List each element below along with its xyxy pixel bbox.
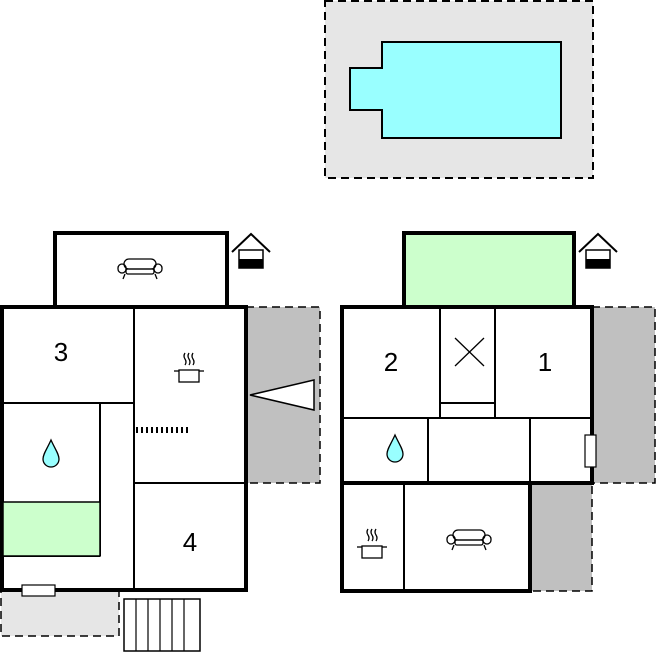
sofa-icon — [117, 258, 163, 280]
green-area-right — [402, 231, 576, 309]
terrace-right-top — [591, 306, 656, 484]
room-label-1: 1 — [538, 347, 552, 377]
upper-body — [340, 305, 594, 485]
ground-floor: 3 4 — [0, 231, 321, 652]
pool-water — [349, 41, 562, 139]
water-drop-icon — [42, 438, 60, 468]
window — [584, 434, 597, 468]
cooking-pot-icon — [357, 528, 387, 559]
room-label-4: 4 — [183, 527, 197, 557]
door-arrow-icon — [249, 379, 315, 411]
terrace-right-lower — [529, 482, 593, 592]
terrace-bottom-left — [0, 589, 120, 637]
green-area-left — [2, 501, 101, 557]
upper-floor: 2 1 — [340, 231, 656, 593]
house-icon — [578, 232, 618, 269]
living-room-top — [53, 231, 229, 309]
pool-area — [324, 0, 594, 179]
water-drop-icon — [386, 433, 404, 463]
room-label-3: 3 — [54, 337, 68, 367]
window — [21, 584, 56, 597]
house-icon — [231, 232, 271, 269]
sofa-icon — [446, 529, 492, 551]
cross-icon — [454, 337, 485, 367]
stairs-icon — [123, 598, 201, 652]
room-label-2: 2 — [384, 347, 398, 377]
lower-body — [340, 481, 532, 593]
cooking-pot-icon — [174, 352, 204, 383]
